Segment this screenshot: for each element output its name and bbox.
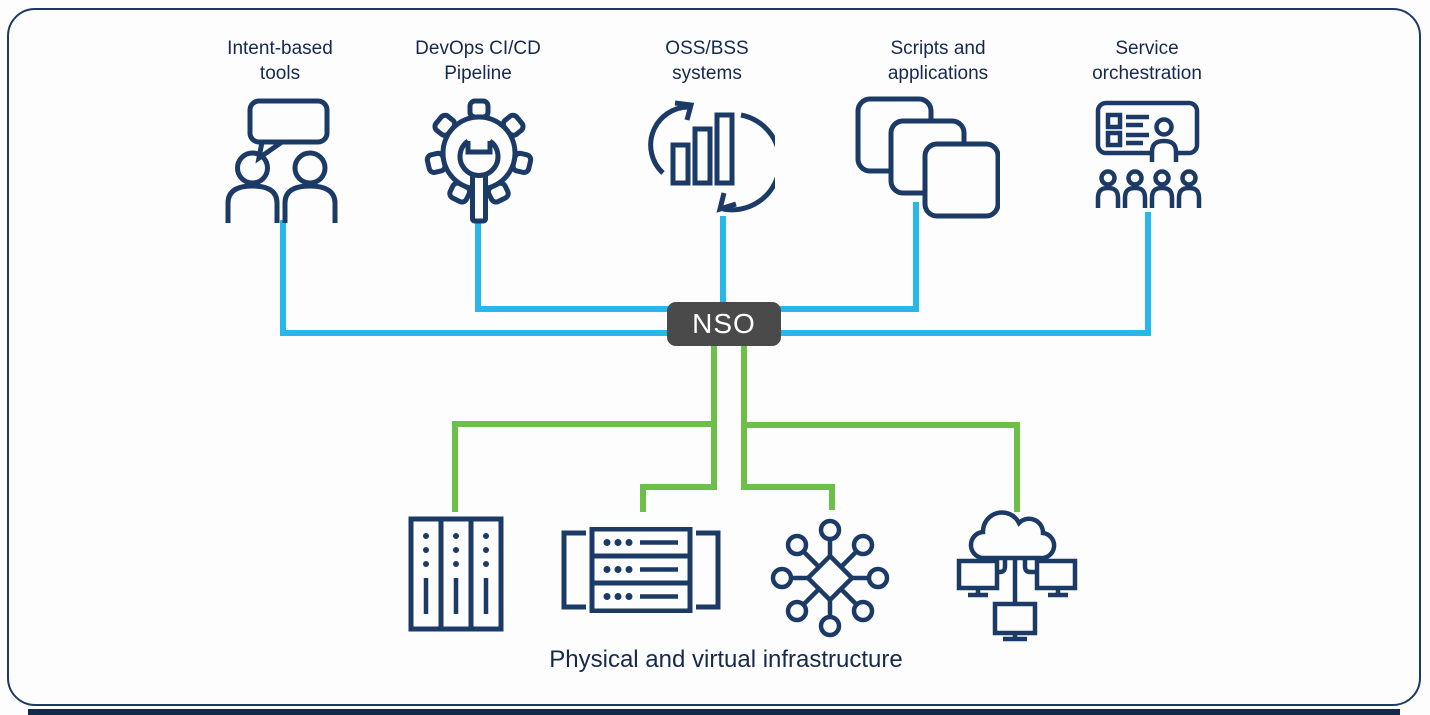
connector-nso-to-cloud (744, 422, 1020, 512)
nso-box: NSO (667, 302, 781, 346)
infrastructure-caption: Physical and virtual infrastructure (549, 646, 903, 673)
bottom-edge-bar (28, 709, 1400, 715)
stacked-windows-icon (855, 96, 1000, 219)
connector-nso-to-server (640, 345, 717, 512)
hub-spoke-node-icon (770, 518, 890, 638)
bracketed-server-icon (561, 527, 721, 613)
dashboard-audience-icon (1095, 100, 1202, 208)
connector-devops-to-nso (475, 217, 670, 312)
connector-scripts-to-nso (779, 202, 919, 312)
connector-nso-to-rack (452, 421, 714, 512)
chart-cycle-icon (648, 100, 775, 213)
connector-nso-to-node (741, 345, 835, 510)
people-chat-icon (225, 98, 338, 223)
server-rack-icon (408, 516, 504, 632)
cloud-devices-icon (956, 510, 1078, 642)
diagram-frame (7, 8, 1421, 706)
gear-wrench-icon (424, 98, 534, 224)
connector-intent-to-nso (280, 220, 670, 336)
nso-label: NSO (692, 308, 756, 339)
connector-service-to-nso (779, 212, 1151, 336)
